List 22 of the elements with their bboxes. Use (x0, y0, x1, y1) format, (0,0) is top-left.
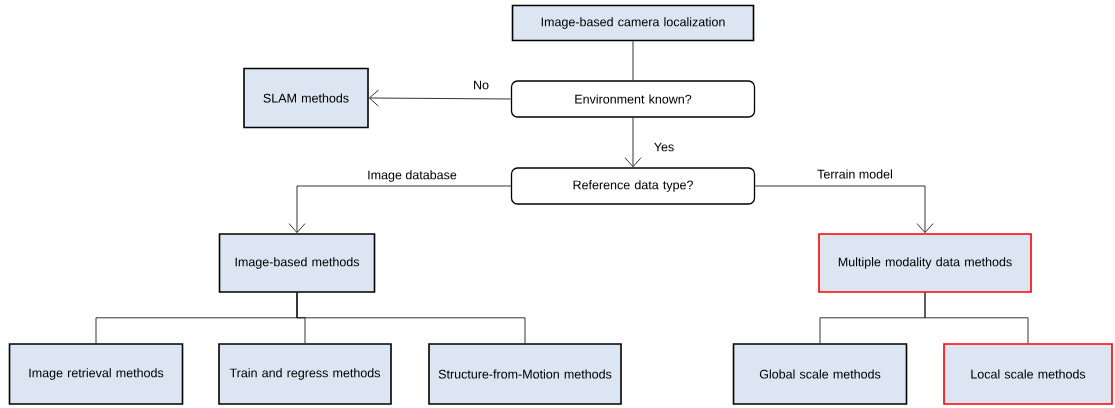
process-box: Global scale methods (732, 343, 908, 405)
arrow (754, 185, 934, 233)
decision-box: Reference data type? (510, 167, 756, 205)
process-box: SLAM methods (243, 67, 369, 129)
connector-line (296, 292, 526, 344)
edge-label: Yes (652, 141, 676, 153)
edge-label: No (472, 79, 490, 91)
arrow (369, 89, 512, 107)
arrow (624, 117, 642, 168)
process-box: Image-based methods (218, 233, 376, 293)
process-box: Train and regress methods (218, 343, 392, 405)
process-box: Multiple modality data methods (818, 233, 1032, 293)
process-box: Image retrieval methods (8, 343, 184, 405)
process-box: Local scale methods (943, 343, 1113, 405)
edge-label: Terrain model (816, 168, 894, 180)
connector-line (924, 292, 1029, 344)
process-box: Image-based camera localization (511, 4, 755, 42)
arrow (288, 185, 512, 233)
connector-line (632, 40, 634, 81)
process-box: Structure-from-Motion methods (428, 343, 622, 405)
decision-box: Environment known? (510, 80, 756, 118)
edge-label: Image database (366, 169, 458, 183)
